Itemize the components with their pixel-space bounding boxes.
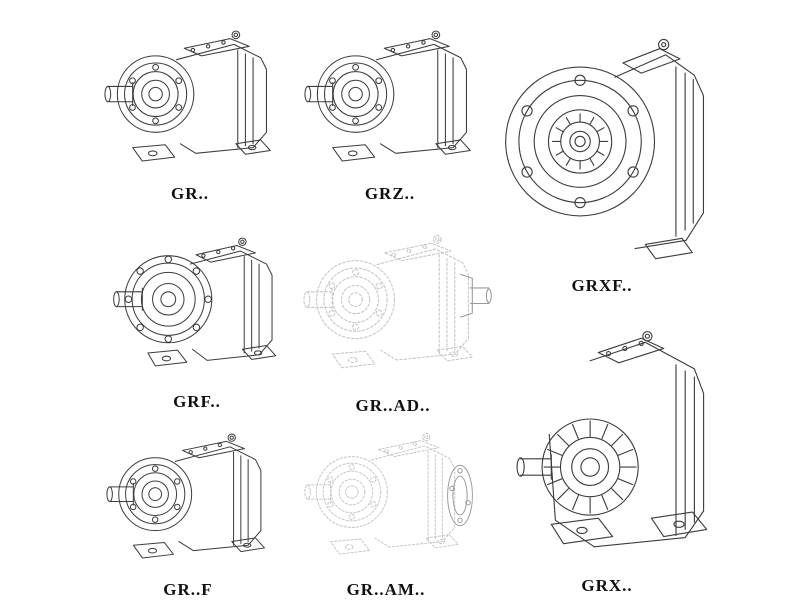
- product-grxf: GRXF..: [492, 4, 712, 296]
- gear-unit-large-foot-drawing-icon: [516, 331, 708, 548]
- product-label-gram: GR..AM..: [346, 580, 426, 599]
- gear-unit-flange-foot-drawing-icon: [113, 237, 277, 367]
- input-adapter-shaft-icon: [460, 273, 492, 318]
- gear-unit-input-adapter-drawing-icon: [303, 234, 492, 369]
- gear-unit-foot-drawing-icon: [106, 433, 266, 559]
- product-gram: GR..AM..: [284, 408, 488, 600]
- gear-unit-flange-front-drawing-icon: [505, 38, 705, 260]
- product-grad: GR..AD..: [288, 208, 498, 416]
- gear-unit-motor-flange-drawing-icon: [304, 433, 473, 555]
- product-gr: GR..: [88, 4, 292, 204]
- product-grx: GRX..: [492, 300, 722, 596]
- product-label-grx: GRX..: [581, 576, 633, 595]
- product-label-gr: GR..: [171, 184, 209, 203]
- motor-flange-icon: [447, 464, 473, 527]
- product-label-grxf: GRXF..: [571, 276, 633, 295]
- product-label-grad: GR..AD..: [355, 396, 431, 415]
- product-label-grf: GRF..: [173, 392, 221, 411]
- product-label-grz: GRZ..: [364, 184, 416, 203]
- product-grz: GRZ..: [288, 4, 492, 204]
- product-label-grf2: GR..F: [163, 580, 213, 599]
- gear-unit-foot-drawing-icon: [304, 30, 471, 162]
- gear-unit-foot-drawing-icon: [104, 30, 271, 162]
- product-grf: GRF..: [92, 208, 302, 412]
- product-grf2: GR..F: [86, 408, 290, 600]
